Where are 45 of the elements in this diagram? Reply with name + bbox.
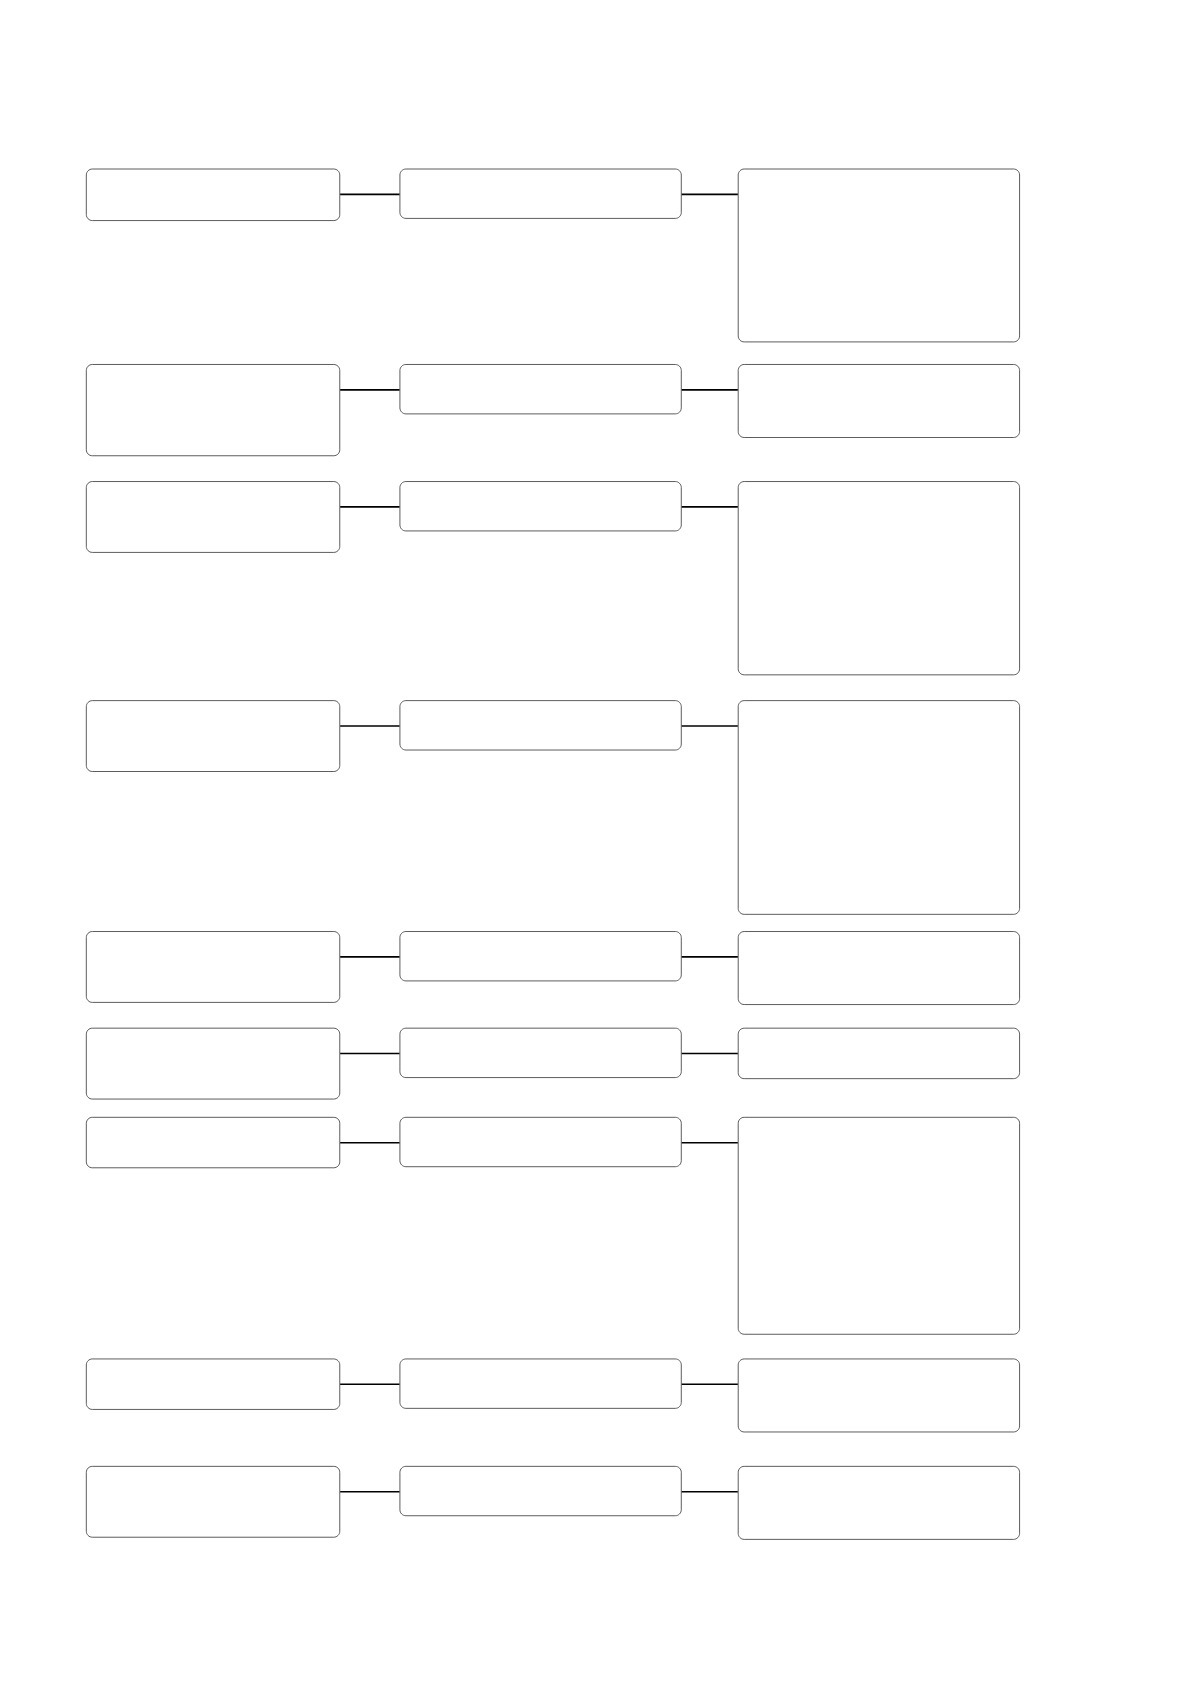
rounded-box <box>85 1116 341 1169</box>
rounded-box <box>737 1116 1020 1335</box>
connector-line <box>680 193 739 196</box>
rounded-box <box>399 931 682 982</box>
rounded-box <box>85 364 341 457</box>
connector-line <box>680 1383 739 1386</box>
connector-line <box>680 725 739 727</box>
rounded-box <box>85 168 341 221</box>
connector-line <box>680 389 739 391</box>
rounded-box <box>399 1358 682 1409</box>
rounded-box <box>737 364 1020 438</box>
rounded-box <box>85 1027 341 1100</box>
connector-line <box>339 1141 401 1144</box>
connector-line <box>680 956 739 958</box>
connector-line <box>339 725 401 727</box>
rounded-box <box>85 1358 341 1410</box>
rounded-box <box>85 481 341 553</box>
rounded-box <box>737 931 1020 1005</box>
rounded-box <box>85 700 341 772</box>
connector-line <box>339 506 401 508</box>
connector-line <box>339 193 401 196</box>
rounded-box <box>399 1116 682 1168</box>
connector-line <box>680 1490 739 1493</box>
connector-line <box>339 1490 401 1493</box>
connector-line <box>339 1383 401 1386</box>
rounded-box <box>399 168 682 219</box>
rounded-box <box>737 1027 1020 1080</box>
rounded-box <box>737 481 1020 676</box>
connector-line <box>680 1141 739 1144</box>
rounded-box <box>737 168 1020 343</box>
rounded-box <box>85 931 341 1003</box>
connector-line <box>680 1052 739 1055</box>
connector-line <box>339 956 401 958</box>
rounded-box <box>399 364 682 415</box>
rounded-box <box>399 1465 682 1517</box>
rounded-box <box>737 1358 1020 1433</box>
rounded-box <box>737 700 1020 915</box>
rounded-box <box>399 700 682 751</box>
rounded-box <box>85 1465 341 1538</box>
connector-line <box>680 506 739 508</box>
rounded-box <box>737 1465 1020 1540</box>
rounded-box <box>399 1027 682 1078</box>
connector-line <box>339 1052 401 1055</box>
rounded-box <box>399 481 682 532</box>
connector-line <box>339 389 401 391</box>
